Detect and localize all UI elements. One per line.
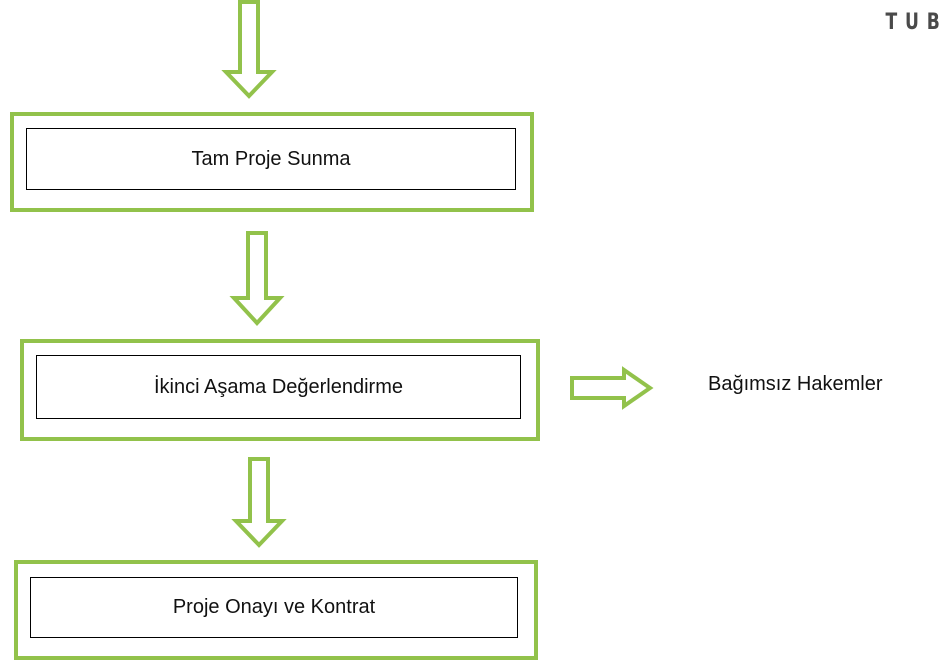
stage-label: Tam Proje Sunma — [26, 128, 516, 190]
stage-label: İkinci Aşama Değerlendirme — [36, 355, 521, 419]
independent-referees-label: Bağımsız Hakemler — [708, 373, 883, 395]
stage-box-full-project: Tam Proje Sunma — [10, 112, 534, 212]
right-arrow-icon — [570, 366, 654, 410]
down-arrow-icon — [229, 231, 285, 326]
down-arrow-icon — [231, 457, 287, 548]
logo-text: TUB — [885, 10, 948, 35]
stage-box-approval-contract: Proje Onayı ve Kontrat — [14, 560, 538, 660]
down-arrow-icon — [221, 0, 277, 99]
stage-box-second-evaluation: İkinci Aşama Değerlendirme — [20, 339, 540, 441]
stage-label: Proje Onayı ve Kontrat — [30, 577, 518, 638]
